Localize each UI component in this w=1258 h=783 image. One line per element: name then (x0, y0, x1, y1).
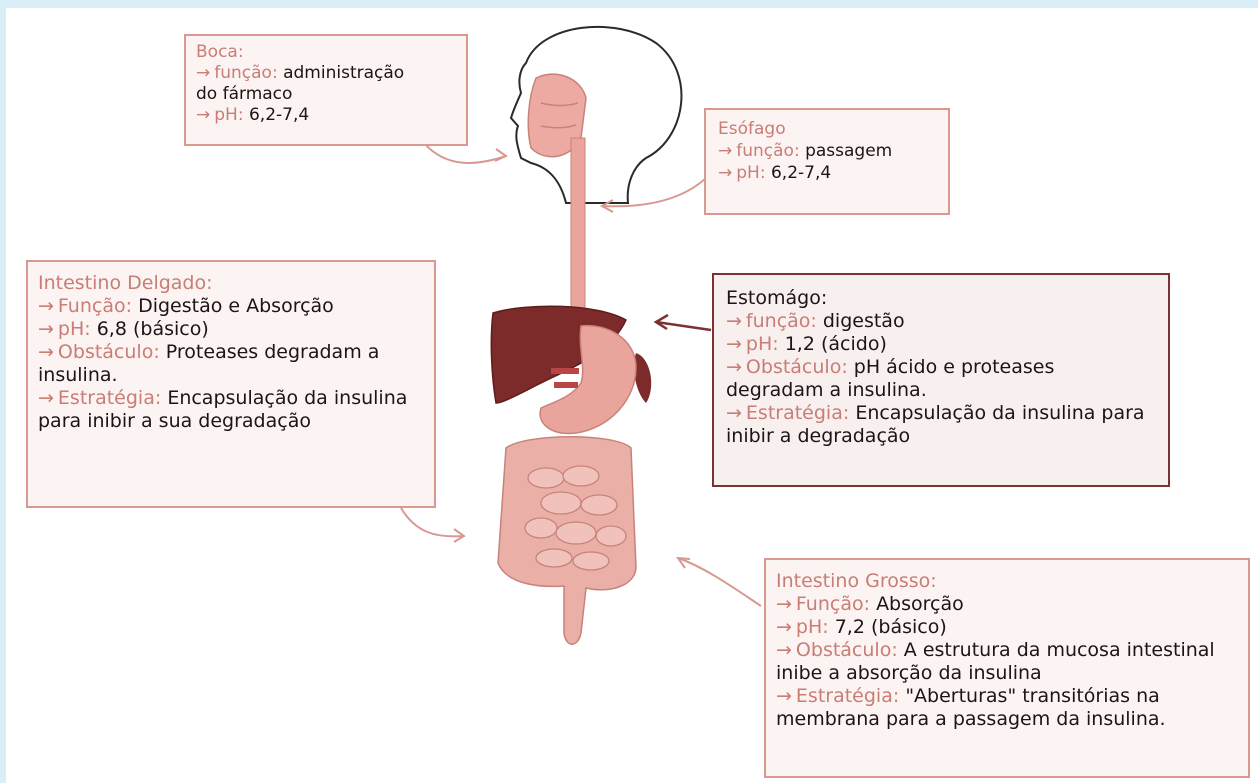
intestino-delgado-obstaculo-text: Proteases degradam a insulina. (38, 341, 380, 386)
intestino-grosso-obstaculo-text: A estrutura da mucosa intestinal inibe a… (776, 639, 1215, 684)
boca-ph-label: pH: (214, 105, 244, 125)
intestino-grosso-estrategia-text: "Aberturas" transitórias na membrana par… (776, 685, 1166, 730)
boca-funcao-text: administração (283, 63, 405, 83)
intestino-delgado-estrategia-text: Encapsulação da insulina para inibir a s… (38, 387, 408, 432)
boca-title: Boca: (196, 42, 244, 62)
estomago-estrategia-label: Estratégia: (745, 402, 850, 424)
intestino-grosso-title: Intestino Grosso: (776, 570, 937, 592)
esofago-box: Esófago →função: passagem →pH: 6,2-7,4 (704, 108, 950, 215)
estomago-funcao-text: digestão (822, 310, 905, 332)
estomago-obstaculo-label: Obstáculo: (745, 356, 848, 378)
diagram-canvas: Boca: →função: administração do fármaco … (6, 8, 1258, 783)
intestino-grosso-ph-value: 7,2 (básico) (834, 616, 947, 638)
intestino-grosso-funcao-label: Função: (795, 593, 871, 615)
esofago-title: Esófago (718, 119, 786, 139)
oral-cavity (527, 73, 587, 158)
small-intestine (524, 465, 627, 571)
esofago-ph-label: pH: (736, 163, 766, 183)
arrow-boca (423, 142, 507, 164)
estomago-obstaculo-text: pH ácido e proteases degradam a insulina… (726, 356, 1055, 401)
arrow-estomago (655, 320, 712, 332)
intestino-grosso-obstaculo-label: Obstáculo: (795, 639, 898, 661)
intestino-grosso-box: Intestino Grosso: →Função: Absorção →pH:… (764, 558, 1250, 778)
estomago-estrategia-text: Encapsulação da insulina para inibir a d… (726, 402, 1145, 447)
digestive-system-illustration (400, 25, 762, 645)
head-outline (509, 25, 683, 204)
intestino-delgado-obstaculo-label: Obstáculo: (57, 341, 160, 363)
esofago-funcao-text: passagem (805, 141, 893, 161)
arrow-esofago (601, 172, 712, 208)
intestino-grosso-ph-label: pH: (795, 616, 829, 638)
intestino-delgado-box: Intestino Delgado: →Função: Digestão e A… (26, 260, 436, 508)
intestino-grosso-estrategia-label: Estratégia: (795, 685, 900, 707)
boca-funcao-text2: do fármaco (196, 84, 293, 104)
esofago-funcao-label: função: (736, 141, 800, 161)
boca-box: Boca: →função: administração do fármaco … (184, 34, 468, 146)
estomago-ph-value: 1,2 (ácido) (784, 333, 887, 355)
estomago-box: Estomágo: →função: digestão →pH: 1,2 (ác… (712, 273, 1170, 487)
intestino-delgado-funcao-label: Função: (57, 295, 133, 317)
intestino-delgado-funcao-text: Digestão e Absorção (138, 295, 334, 317)
estomago-funcao-label: função: (745, 310, 817, 332)
intestino-delgado-title: Intestino Delgado: (38, 272, 213, 294)
estomago-title: Estomágo: (726, 287, 828, 309)
esophagus (570, 137, 586, 324)
intestino-delgado-estrategia-label: Estratégia: (57, 387, 162, 409)
arrow-intestino-delgado (400, 507, 465, 538)
stomach (539, 324, 637, 435)
arrow-intestino-grosso (677, 557, 762, 607)
intestino-grosso-funcao-text: Absorção (876, 593, 964, 615)
intestino-delgado-ph-value: 6,8 (básico) (96, 318, 209, 340)
estomago-ph-label: pH: (745, 333, 779, 355)
spleen (634, 353, 652, 403)
esofago-ph-value: 6,2-7,4 (770, 163, 832, 183)
boca-ph-value: 6,2-7,4 (248, 105, 310, 125)
intestino-delgado-ph-label: pH: (57, 318, 91, 340)
boca-funcao-label: função: (214, 63, 278, 83)
